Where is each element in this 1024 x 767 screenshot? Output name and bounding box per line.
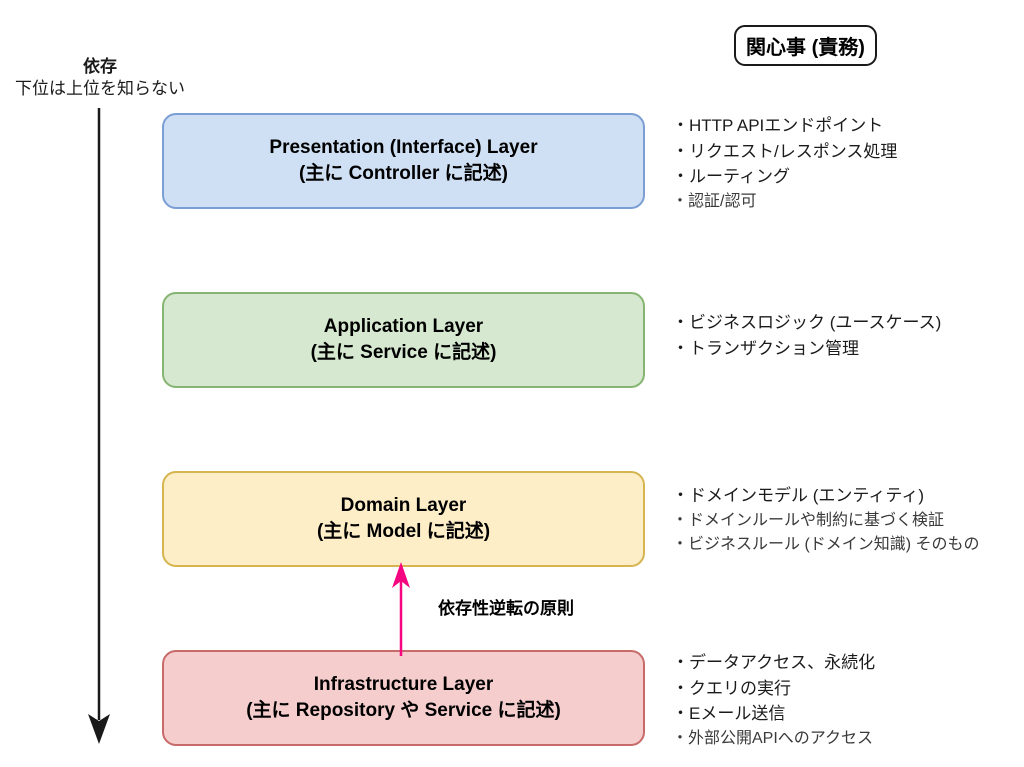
layer-label-infrastructure: Infrastructure Layer (主に Repository や Se… xyxy=(246,674,561,721)
concern-item: ・トランザクション管理 xyxy=(672,338,859,358)
concern-item: ・ルーティング xyxy=(672,167,790,186)
layer-box-infrastructure[interactable]: Infrastructure Layer (主に Repository や Se… xyxy=(162,650,645,746)
layer-label-domain: Domain Layer (主に Model に記述) xyxy=(316,495,491,542)
layer-box-presentation[interactable]: Presentation (Interface) Layer (主に Contr… xyxy=(162,113,645,209)
dependency-caption: 依存 下位は上位を知らない xyxy=(0,56,200,100)
dependency-inversion-label: 依存性逆転の原則 xyxy=(438,599,574,618)
dependency-caption-title: 依存 xyxy=(83,57,117,76)
layer-label-presentation: Presentation (Interface) Layer (主に Contr… xyxy=(269,137,538,184)
concern-list-infrastructure: ・データアクセス、永続化 ・クエリの実行 ・Eメール送信 ・外部公開APIへのア… xyxy=(672,650,1022,751)
dependency-inversion-up-arrow-icon xyxy=(385,560,417,656)
concern-item: ・リクエスト/レスポンス処理 xyxy=(672,141,898,161)
concern-item: ・Eメール送信 xyxy=(672,704,786,723)
layer-box-domain[interactable]: Domain Layer (主に Model に記述) xyxy=(162,471,645,567)
concern-item: ・HTTP APIエンドポイント xyxy=(672,116,884,135)
dependency-caption-subtitle: 下位は上位を知らない xyxy=(15,79,185,99)
layer-label-application: Application Layer (主に Service に記述) xyxy=(310,316,497,363)
concern-item: ・ビジネスロジック (ユースケース) xyxy=(672,313,942,332)
concern-item: ・認証/認可 xyxy=(672,192,757,210)
concern-item: ・クエリの実行 xyxy=(672,678,791,698)
concerns-header-label: 関心事 (責務) xyxy=(746,37,865,59)
concern-list-domain: ・ドメインモデル (エンティティ) ・ドメインルールや制約に基づく検証 ・ビジネ… xyxy=(672,483,1022,557)
concern-item: ・ビジネスルール (ドメイン知識) そのもの xyxy=(672,535,980,553)
concern-list-presentation: ・HTTP APIエンドポイント ・リクエスト/レスポンス処理 ・ルーティング … xyxy=(672,113,1022,214)
layer-box-application[interactable]: Application Layer (主に Service に記述) xyxy=(162,292,645,388)
concern-item: ・ドメインモデル (エンティティ) xyxy=(672,486,925,505)
concern-item: ・データアクセス、永続化 xyxy=(672,653,876,672)
dependency-down-arrow-icon xyxy=(76,108,122,748)
concerns-header-badge: 関心事 (責務) xyxy=(734,25,877,66)
concern-item: ・外部公開APIへのアクセス xyxy=(672,729,873,747)
concern-list-application: ・ビジネスロジック (ユースケース) ・トランザクション管理 xyxy=(672,310,1022,361)
concern-item: ・ドメインルールや制約に基づく検証 xyxy=(672,511,945,529)
